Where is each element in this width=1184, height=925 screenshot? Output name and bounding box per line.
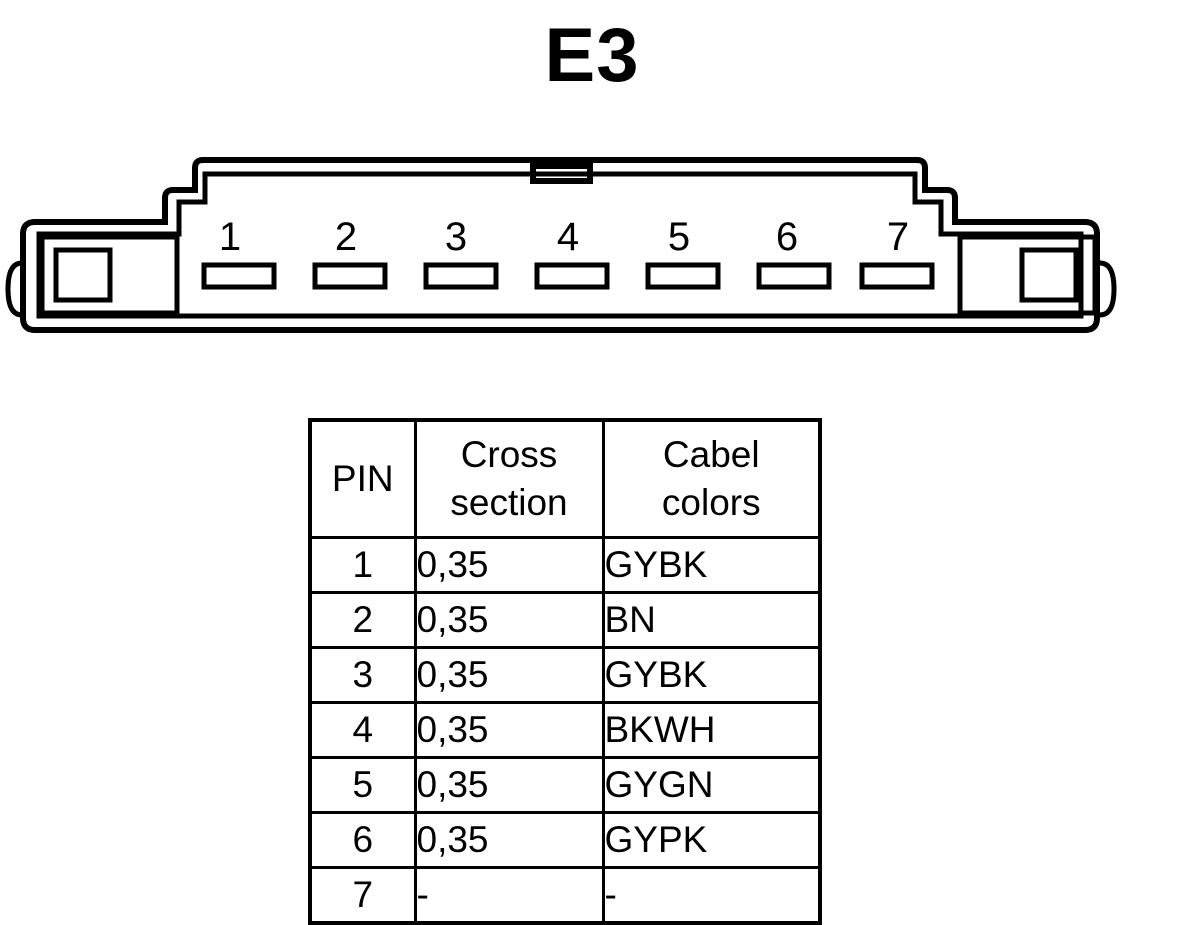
cell-cable-color: BN	[601, 591, 822, 649]
cell-pin: 4	[308, 701, 417, 759]
table-row: 5 0,35 GYGN	[308, 756, 822, 814]
pin-slot-2	[312, 262, 388, 290]
cell-cable-color: GYGN	[601, 756, 822, 814]
cell-pin: 5	[308, 756, 417, 814]
column-header-pin: PIN	[308, 418, 417, 539]
column-header-cable-colors-line1: Cabel	[662, 434, 760, 475]
cell-pin: 2	[308, 591, 417, 649]
table-body: 1 0,35 GYBK 2 0,35 BN 3 0,35 GYBK 4 0,35…	[308, 536, 822, 925]
connector-inner-contour	[36, 171, 1084, 319]
pin-table-container: PIN Cross section Cabel colors 1 0,35 GY…	[308, 418, 822, 925]
page-title: E3	[544, 13, 640, 98]
pin-slot-1	[201, 262, 277, 290]
cell-cable-color: GYPK	[601, 811, 822, 869]
connector-diagram: 1 2 3 4 5 6 7	[0, 130, 1184, 360]
column-header-cable-colors: Cabel colors	[601, 418, 822, 539]
table-row: 4 0,35 BKWH	[308, 701, 822, 759]
column-header-cross-section-line2: section	[450, 482, 568, 523]
cell-pin: 7	[308, 866, 417, 925]
left-mounting-tab-inner-square	[53, 247, 113, 303]
table-row: 3 0,35 GYBK	[308, 646, 822, 704]
pin-assignment-table: PIN Cross section Cabel colors 1 0,35 GY…	[308, 418, 822, 925]
pin-label-1: 1	[219, 215, 241, 259]
left-side-bump	[5, 260, 23, 318]
cell-cross-section: 0,35	[413, 536, 605, 594]
column-header-cable-colors-line2: colors	[661, 482, 761, 523]
pin-label-2: 2	[335, 215, 357, 259]
pin-slot-3	[423, 262, 499, 290]
pin-label-5: 5	[668, 215, 690, 259]
cell-cross-section: 0,35	[413, 811, 605, 869]
pin-label-7: 7	[887, 215, 909, 259]
table-header: PIN Cross section Cabel colors	[308, 418, 822, 539]
cell-cable-color: GYBK	[601, 536, 822, 594]
pin-label-3: 3	[445, 215, 467, 259]
left-mounting-tab-outer	[39, 234, 180, 316]
connector-outer-housing	[20, 157, 1100, 333]
cell-cable-color: GYBK	[601, 646, 822, 704]
cell-cable-color: -	[601, 866, 822, 925]
pin-label-6: 6	[776, 215, 798, 259]
cell-cross-section: 0,35	[413, 701, 605, 759]
cell-cross-section: 0,35	[413, 591, 605, 649]
cell-cross-section: -	[413, 866, 605, 925]
pin-slot-4	[534, 262, 610, 290]
column-header-pin-text: PIN	[331, 458, 394, 499]
table-row: 2 0,35 BN	[308, 591, 822, 649]
table-header-row: PIN Cross section Cabel colors	[308, 418, 822, 539]
cell-pin: 1	[308, 536, 417, 594]
right-side-bump	[1099, 260, 1117, 318]
cell-pin: 6	[308, 811, 417, 869]
table-row: 1 0,35 GYBK	[308, 536, 822, 594]
cell-pin: 3	[308, 646, 417, 704]
column-header-cross-section: Cross section	[413, 418, 605, 539]
pin-slot-5	[645, 262, 721, 290]
right-mounting-tab-inner-square	[1019, 247, 1079, 303]
cell-cable-color: BKWH	[601, 701, 822, 759]
pin-label-4: 4	[557, 215, 579, 259]
table-row: 7 - -	[308, 866, 822, 925]
cell-cross-section: 0,35	[413, 646, 605, 704]
pin-slot-6	[756, 262, 832, 290]
right-mounting-tab-outer	[957, 234, 1098, 316]
pin-slot-7	[859, 262, 935, 290]
cell-cross-section: 0,35	[413, 756, 605, 814]
connector-svg: 1 2 3 4 5 6 7	[5, 157, 1117, 333]
latch-slot	[530, 163, 593, 184]
column-header-cross-section-line1: Cross	[460, 434, 558, 475]
table-row: 6 0,35 GYPK	[308, 811, 822, 869]
